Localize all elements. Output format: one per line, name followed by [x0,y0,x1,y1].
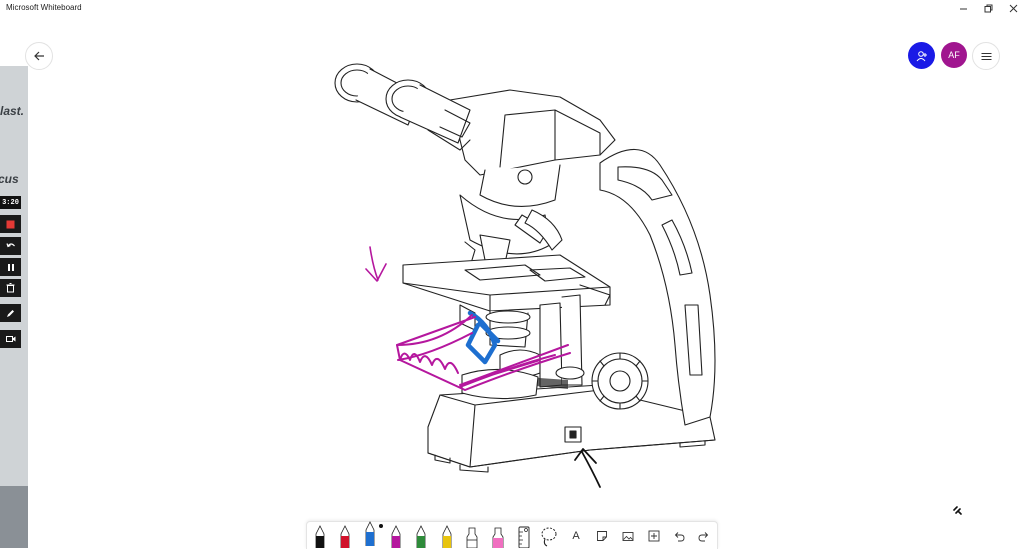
redo-icon [698,532,709,542]
retake-button[interactable] [0,237,21,255]
trash-icon [6,283,15,293]
inking-toolbar: A [306,521,718,549]
pen-mode-button[interactable] [0,304,21,322]
cursor-icon [953,506,962,515]
menu-button[interactable] [972,42,1000,70]
selected-indicator [379,524,383,528]
pen-yellow[interactable] [437,524,457,548]
minimize-button[interactable] [950,0,976,17]
back-button[interactable] [25,42,53,70]
camera-icon [5,336,15,342]
ruler-tool[interactable] [514,524,534,548]
video-shadow [0,486,28,548]
stop-icon [6,220,15,228]
close-button[interactable] [1000,0,1024,17]
pen-blue[interactable] [360,521,380,546]
delete-button[interactable] [0,279,21,297]
pen-green[interactable] [411,524,431,548]
invite-button[interactable] [908,42,935,69]
plus-square-icon [648,530,660,542]
undo-button[interactable] [669,524,689,548]
undo-icon [674,532,685,542]
text-icon: A [572,530,580,542]
minimize-icon [959,8,967,10]
avatar[interactable]: AF [941,42,967,68]
camera-button[interactable] [0,330,21,348]
highlighter-icon [492,527,504,548]
pen-icon [391,525,401,548]
pen-black[interactable] [310,524,330,548]
pause-button[interactable] [0,258,21,276]
close-icon [1009,4,1017,13]
restore-icon [984,4,992,13]
highlighter-icon [466,527,478,548]
microscope-drawing[interactable] [300,55,730,495]
arrow-left-icon [34,51,44,61]
video-text-fragment: cus [0,172,19,186]
pause-icon [7,263,14,271]
highlighter-white[interactable] [462,524,482,548]
redo-button[interactable] [694,524,714,548]
ruler-icon [518,526,530,548]
pen-icon [416,525,426,548]
add-person-icon [916,50,927,61]
text-tool[interactable]: A [566,524,586,548]
note-tool[interactable] [592,524,612,548]
recording-timer: 3:20 [0,196,21,209]
image-tool[interactable] [618,524,638,548]
restore-button[interactable] [975,0,1001,17]
lasso-icon [541,527,557,547]
video-text-fragment: last. [0,104,25,118]
app-title: Microsoft Whiteboard [6,3,82,12]
lasso-tool[interactable] [539,524,559,548]
insert-tool[interactable] [644,524,664,548]
pen-icon [442,525,452,548]
pencil-icon [7,309,14,317]
stop-record-button[interactable] [0,215,21,233]
image-icon [622,531,634,541]
pen-red[interactable] [335,524,355,548]
pen-icon [340,525,350,548]
title-bar: Microsoft Whiteboard [0,0,1024,17]
undo-arrow-icon [5,242,15,247]
pen-icon [315,525,325,548]
note-icon [597,531,607,541]
pen-icon [365,521,375,546]
highlighter-pink[interactable] [488,524,508,548]
pen-magenta[interactable] [386,524,406,548]
hamburger-icon [981,52,991,60]
